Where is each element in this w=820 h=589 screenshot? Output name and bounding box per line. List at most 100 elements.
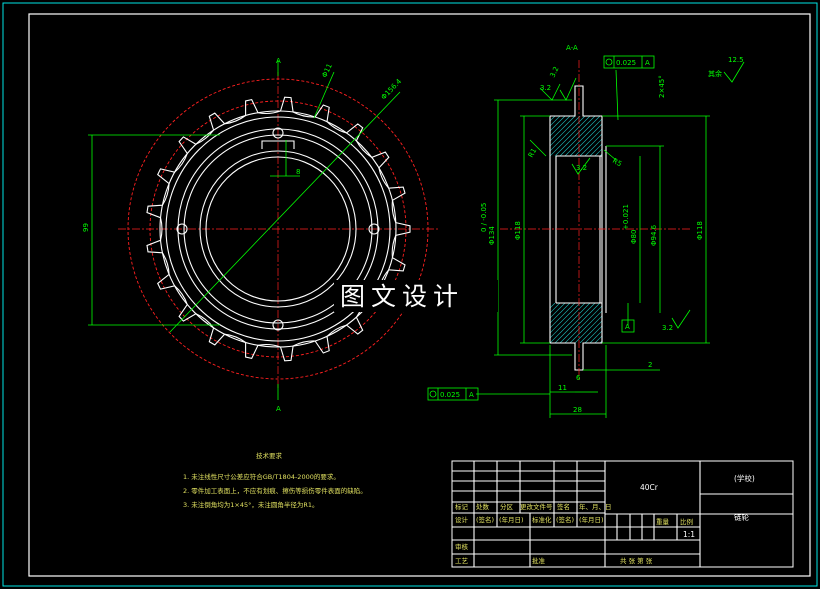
dim-side-80: Φ80 xyxy=(630,230,638,244)
hatch-line xyxy=(550,116,591,156)
tb-sign: 签名 xyxy=(557,502,570,511)
hatch-top xyxy=(505,116,655,156)
tolerance-frame-top xyxy=(603,55,655,69)
tb-scale-value: 1:1 xyxy=(683,530,695,539)
hatch-line xyxy=(569,310,602,343)
tb-change-doc: 更改文件号 xyxy=(520,502,553,511)
roughness-right xyxy=(671,309,691,329)
hatch-line xyxy=(594,148,602,156)
hatch-line xyxy=(564,305,602,343)
tb-approve: 批准 xyxy=(532,556,546,565)
tip-circle xyxy=(127,78,429,380)
tolerance-frame-bottom xyxy=(427,387,479,401)
dim-side-80-tol: +0.021 xyxy=(622,204,630,230)
tolerance-top-value: 0.025 xyxy=(616,59,636,67)
roughness-label-rest-value: 12.5 xyxy=(728,56,744,64)
dim-side-11: 11 xyxy=(558,384,567,392)
tb-material: 40Cr xyxy=(640,483,659,492)
tb-design-sign: (签名) xyxy=(476,515,494,524)
dim-side-94: Φ94.6 xyxy=(650,224,658,246)
hatch-line xyxy=(550,303,551,304)
hatch-line xyxy=(589,330,602,343)
r1-leader xyxy=(529,139,547,157)
hatch-line xyxy=(550,116,586,152)
d11-leader xyxy=(313,71,335,119)
pitch-circle xyxy=(149,100,407,358)
tb-design-date: (年月日) xyxy=(499,515,524,524)
dim-side-118b: Φ118 xyxy=(696,221,704,240)
hatch-line xyxy=(610,303,650,343)
tb-scale: 比例 xyxy=(680,517,693,526)
roughness-rest xyxy=(723,61,745,83)
hub-circle-a xyxy=(177,128,379,330)
datum-label: A xyxy=(625,323,630,331)
hatch-line xyxy=(500,303,540,343)
hatch-line xyxy=(615,303,655,343)
hatch-line xyxy=(550,116,561,127)
hatch-line xyxy=(495,303,535,343)
hole-left xyxy=(176,223,188,235)
datum-box xyxy=(621,319,635,333)
hatch-line xyxy=(550,303,556,309)
tech-item-2: 2. 零件加工表面上，不应有划痕、擦伤等损伤零件表面的缺陷。 xyxy=(183,486,367,495)
hatch-line xyxy=(615,116,655,156)
hatch-line xyxy=(574,315,602,343)
hatch-line xyxy=(505,303,545,343)
roughness-label-rest: 其余 xyxy=(708,69,722,78)
tb-std-date: (年月日) xyxy=(579,515,604,524)
hole-top xyxy=(272,127,284,139)
hatch-line xyxy=(550,303,561,314)
tb-school: (学校) xyxy=(734,473,755,483)
hatch-line xyxy=(579,320,602,343)
hatch-line xyxy=(550,303,566,319)
hatch-line xyxy=(550,116,576,142)
tolerance-bottom-value: 0.025 xyxy=(440,391,460,399)
dim-front-dia: Φ156.4 xyxy=(380,77,404,101)
root-circle xyxy=(159,110,397,348)
hatch-line xyxy=(569,123,602,156)
tb-date: 年、月、日 xyxy=(579,502,612,511)
hatch-line xyxy=(610,116,650,156)
tech-item-3: 3. 未注倒角均为1×45°，未注圆角半径为R1。 xyxy=(183,500,319,509)
dim-front-8: 8 xyxy=(296,168,300,176)
tb-zone: 分区 xyxy=(500,502,514,511)
dim-side-r05: R5 xyxy=(611,157,623,169)
hatch-line xyxy=(550,116,581,147)
tb-sheets: 共 张 第 张 xyxy=(620,556,653,565)
hatch-line xyxy=(554,303,596,343)
tb-mark: 标记 xyxy=(455,502,469,511)
hatch-line xyxy=(574,128,602,156)
hatch-line xyxy=(559,303,601,343)
section-view xyxy=(476,60,745,418)
tol-leader-top xyxy=(615,69,619,121)
hatch-line xyxy=(579,133,602,156)
hatch-line xyxy=(550,303,571,324)
dim-side-r1: R1 xyxy=(527,147,539,159)
dim-side-134-tol: 0 / -0.05 xyxy=(480,203,488,232)
watermark: 图文设计 xyxy=(340,282,464,311)
tb-part-name: 链轮 xyxy=(734,512,749,522)
tech-title: 技术要求 xyxy=(256,451,283,460)
roughness-label-1: 3.2 xyxy=(549,65,561,78)
dim-side-2: 2 xyxy=(648,361,652,369)
roughness-top xyxy=(559,77,577,101)
r5-leader xyxy=(603,149,617,161)
tb-process: 工艺 xyxy=(455,557,469,565)
hatch-line xyxy=(564,118,602,156)
dia-leader xyxy=(169,91,401,333)
hatch-line xyxy=(505,116,545,156)
tb-weight: 重量 xyxy=(656,518,670,526)
roughness-bore xyxy=(571,157,591,175)
bore-outer-circle xyxy=(199,150,357,308)
hatch-line xyxy=(584,138,602,156)
hatch-line xyxy=(559,116,601,156)
roughness-label-4: 3.2 xyxy=(662,324,673,332)
tb-count: 处数 xyxy=(476,502,490,511)
bore-circle xyxy=(205,156,351,302)
hole-right xyxy=(368,223,380,235)
tb-design: 设计 xyxy=(455,515,469,524)
hatch-line xyxy=(550,116,571,137)
inner-frame xyxy=(28,13,811,577)
hatch-line xyxy=(550,303,591,343)
